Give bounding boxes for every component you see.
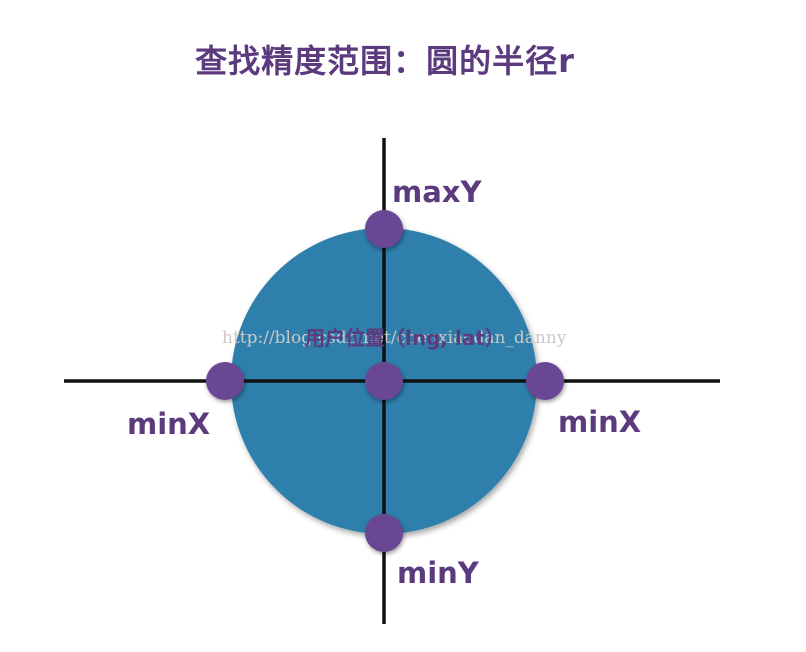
max-y-label: maxY (392, 175, 482, 209)
diagram-title: 查找精度范围：圆的半径r (195, 42, 575, 80)
min-x-left-label: minX (127, 407, 210, 441)
user-position-label: 用户位置（lng, lat） (305, 326, 505, 350)
bottom-point (365, 514, 403, 552)
watermark-text: http://blog.csdn.net/chenxiaodan_danny (222, 328, 567, 348)
right-point (526, 362, 564, 400)
center-point (365, 362, 403, 400)
min-y-label: minY (397, 556, 480, 590)
left-point (206, 362, 244, 400)
top-point (365, 210, 403, 248)
min-x-right-label: minX (558, 405, 641, 439)
